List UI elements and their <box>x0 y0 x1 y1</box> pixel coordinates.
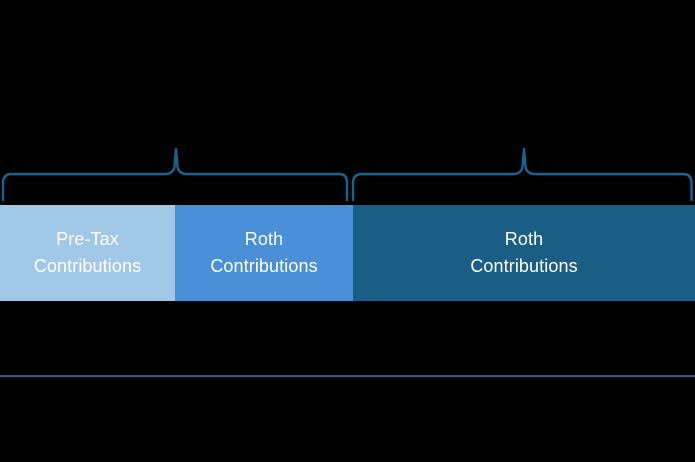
bar-segment-label: Pre-Tax Contributions <box>33 229 142 276</box>
bar-segment-label: Roth Contributions <box>470 229 578 276</box>
bar-segment-roth-contributions-elective[interactable]: Roth Contributions <box>175 205 353 301</box>
bottom-divider <box>0 375 695 377</box>
bar-segment-label: Roth Contributions <box>210 229 318 276</box>
contribution-bar: Pre-Tax Contributions Roth Contributions… <box>0 205 695 301</box>
right-brace-icon <box>351 147 693 202</box>
bar-segment-roth-contributions-after-tax[interactable]: Roth Contributions <box>353 205 695 301</box>
bar-segment-pre-tax-contributions[interactable]: Pre-Tax Contributions <box>0 205 175 301</box>
left-brace-icon <box>1 147 349 202</box>
